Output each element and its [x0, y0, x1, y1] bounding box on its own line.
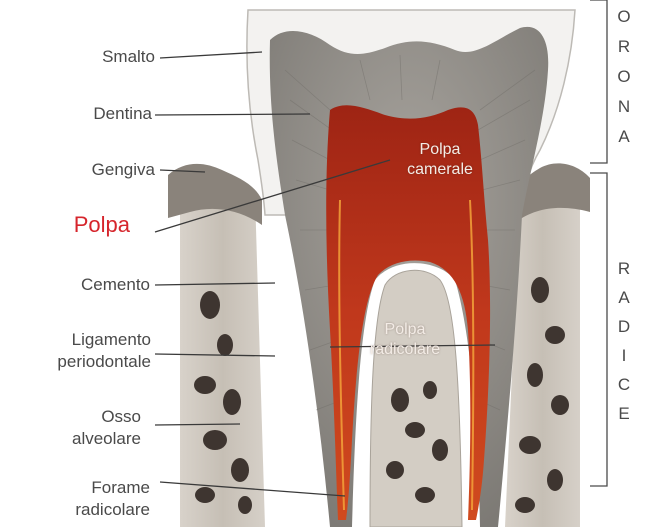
label-forame-line1: Forame [75, 477, 150, 499]
radice-letter: E [614, 403, 634, 425]
radice-letter: A [614, 287, 634, 309]
corona-letter: N [614, 96, 634, 118]
label-polpa-camerale-line1: Polpa [395, 140, 485, 160]
corona-bracket [590, 0, 607, 163]
inter-root-bone [370, 270, 462, 527]
radice-letter: I [614, 345, 634, 367]
label-dentina: Dentina [93, 103, 152, 125]
radice-bracket [590, 173, 607, 486]
label-polpa-camerale: Polpa camerale [395, 140, 485, 180]
label-osso: Osso alveolare [72, 406, 141, 450]
label-ligamento-line1: Ligamento [57, 329, 151, 351]
label-polpa: Polpa [74, 214, 130, 236]
label-ligamento-line2: periodontale [57, 351, 151, 373]
corona-letter: O [614, 66, 634, 88]
radice-label: R A D I C E [614, 258, 634, 425]
label-forame: Forame radicolare [75, 477, 150, 521]
label-cemento: Cemento [81, 274, 150, 296]
label-polpa-camerale-line2: camerale [395, 160, 485, 180]
label-gengiva: Gengiva [92, 159, 155, 181]
label-ligamento: Ligamento periodontale [57, 329, 151, 373]
label-forame-line2: radicolare [75, 499, 150, 521]
corona-letter: A [614, 126, 634, 148]
radice-letter: C [614, 374, 634, 396]
corona-label: O R O N A [614, 6, 634, 148]
label-smalto: Smalto [102, 46, 155, 68]
corona-letter: R [614, 36, 634, 58]
corona-letter: O [614, 6, 634, 28]
radice-letter: D [614, 316, 634, 338]
label-polpa-radicolare: Polpa radicolare [350, 320, 460, 360]
label-osso-line2: alveolare [72, 428, 141, 450]
radice-letter: R [614, 258, 634, 280]
label-osso-line1: Osso [72, 406, 141, 428]
label-polpa-radicolare-line2: radicolare [350, 340, 460, 360]
section-brackets [590, 0, 607, 486]
label-polpa-radicolare-line1: Polpa [350, 320, 460, 340]
